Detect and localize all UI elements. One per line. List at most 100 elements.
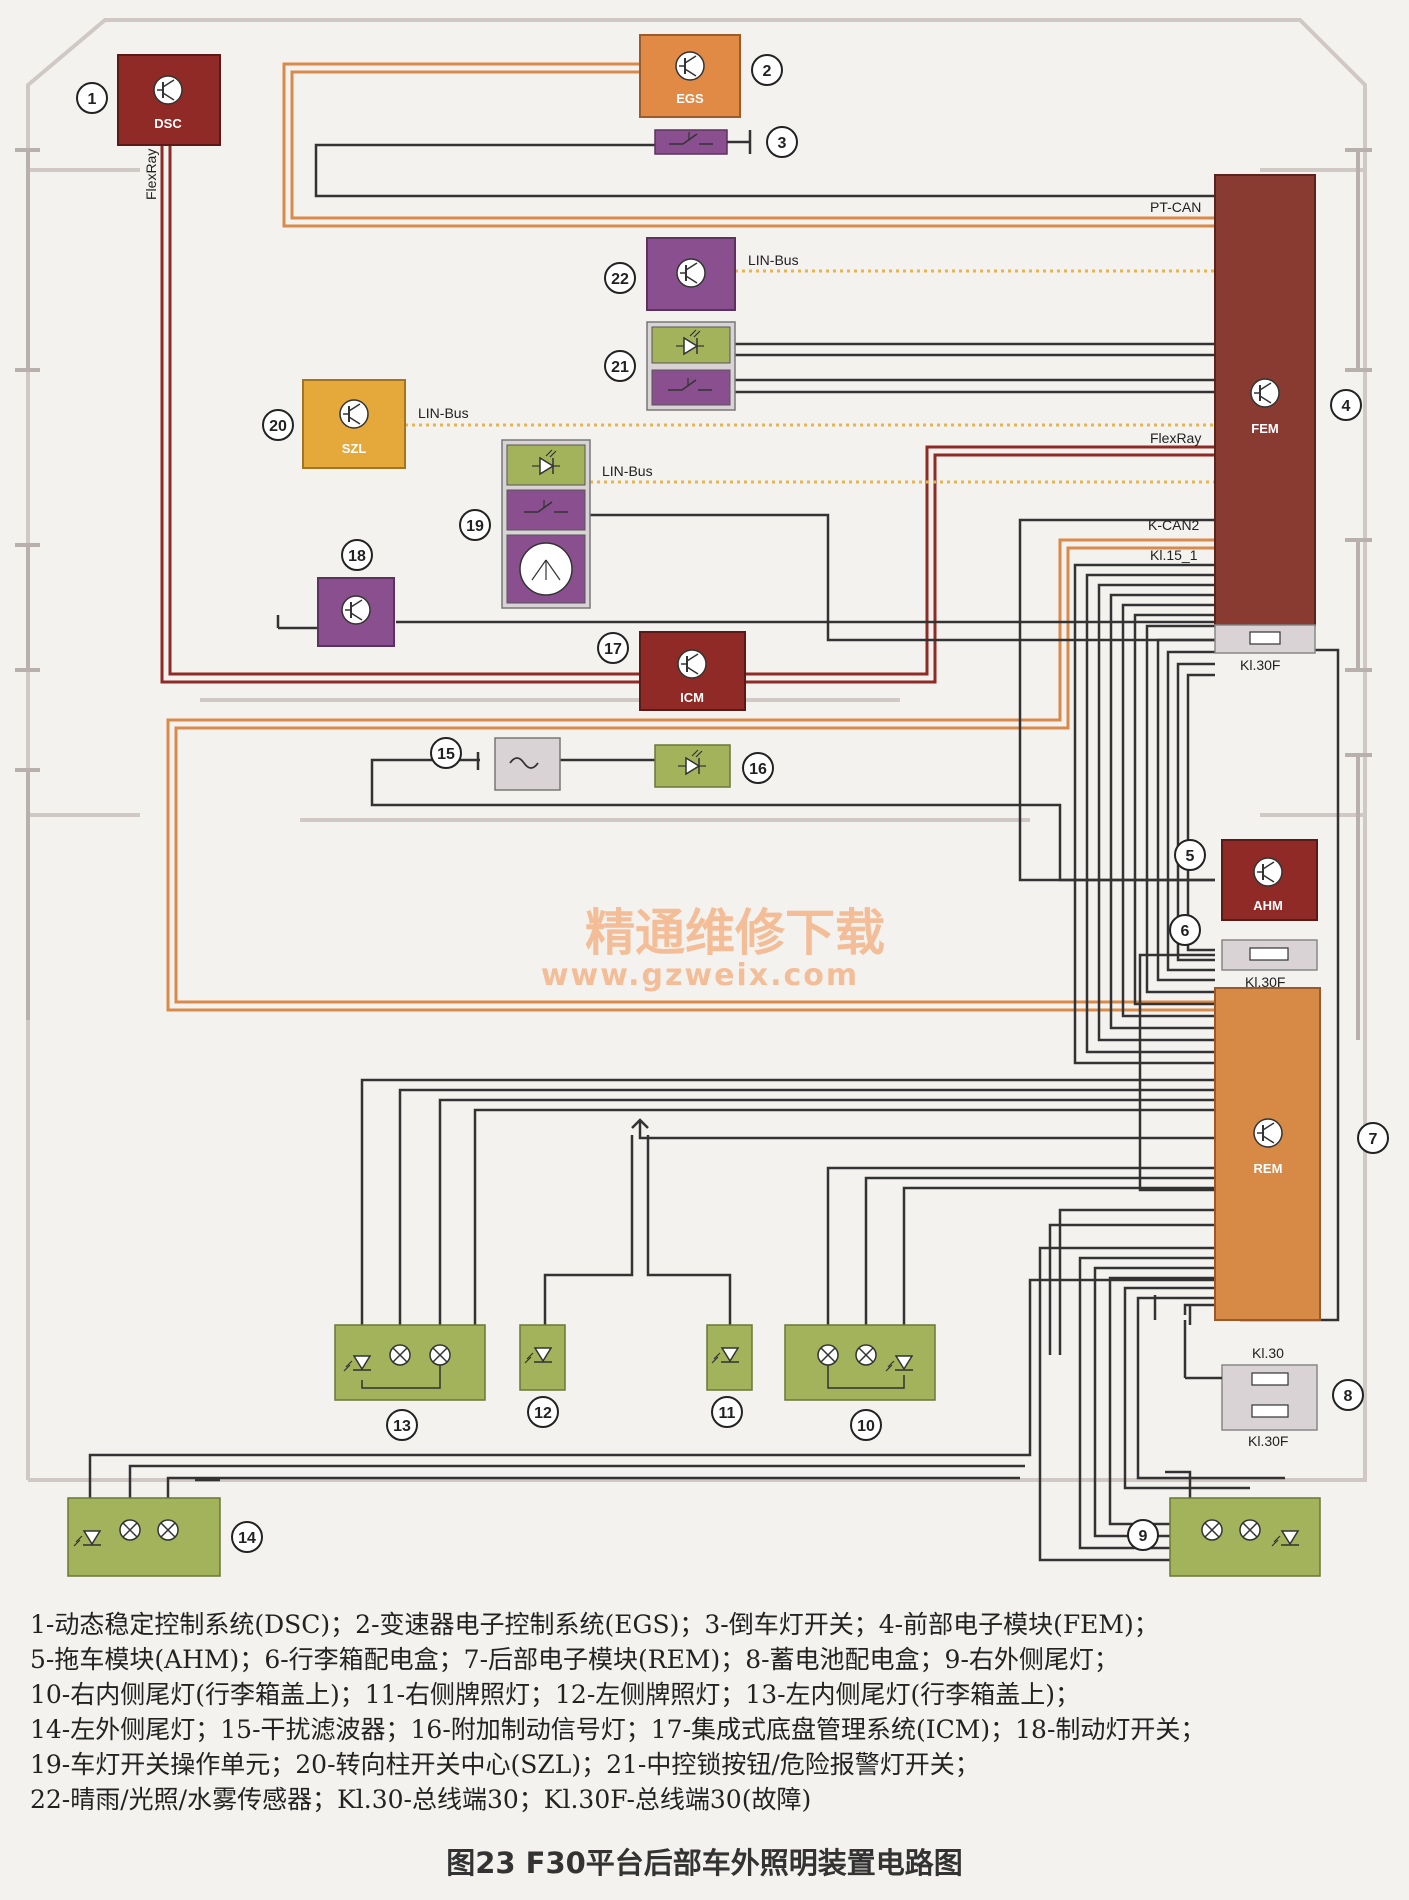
reverse-light-switch	[654, 129, 752, 155]
szl-label: SZL	[342, 441, 367, 456]
right-inner-tail-light	[784, 1324, 936, 1401]
svg-text:2: 2	[763, 63, 772, 80]
ahm-module: AHM	[1221, 839, 1318, 921]
svg-text:4: 4	[1342, 398, 1351, 415]
additional-brake-light	[654, 744, 731, 788]
right-outer-tail-light	[1169, 1497, 1321, 1577]
icm-label: ICM	[680, 690, 704, 705]
legend: 1-动态稳定控制系统(DSC)；2-变速器电子控制系统(EGS)；3-倒车灯开关…	[30, 1607, 1390, 1817]
outer-frame	[26, 18, 1367, 1482]
callout-19: 19	[459, 509, 491, 541]
pt-can-bus-wires	[282, 62, 1215, 228]
kl30-label-8: Kl.30	[1252, 1345, 1284, 1361]
left-outer-tail-light	[67, 1497, 221, 1577]
callout-5: 5	[1174, 839, 1206, 871]
callout-12: 12	[527, 1396, 559, 1428]
svg-text:17: 17	[604, 641, 622, 658]
callout-8: 8	[1332, 1379, 1364, 1411]
callout-10: 10	[850, 1409, 882, 1441]
svg-text:21: 21	[611, 359, 629, 376]
left-inner-tail-light	[334, 1324, 486, 1401]
svg-text:20: 20	[269, 418, 287, 435]
svg-text:3: 3	[778, 135, 787, 152]
callouts: 1 2 3 4 5 6 7 8 9 10 11 12 13 14 15 16 1…	[76, 54, 1389, 1553]
k-can2-wires	[166, 538, 1215, 1012]
figure-caption: 图23 F30平台后部车外照明装置电路图	[446, 1846, 963, 1880]
callout-2: 2	[751, 54, 783, 86]
flexray-label-fem: FlexRay	[1150, 430, 1201, 446]
svg-text:10: 10	[857, 1418, 875, 1435]
callout-17: 17	[597, 632, 629, 664]
rem-label: REM	[1254, 1161, 1283, 1176]
callout-14: 14	[231, 1521, 263, 1553]
callout-3: 3	[766, 126, 798, 158]
svg-text:13: 13	[393, 1418, 411, 1435]
reverse-switch-wire	[314, 143, 1215, 198]
rear-lamp-wires	[88, 1078, 1285, 1562]
battery-fuse-box	[1183, 1320, 1318, 1431]
left-plate-light	[519, 1324, 566, 1391]
callout-18: 18	[341, 539, 373, 571]
callout-16: 16	[742, 752, 774, 784]
szl-module: SZL	[302, 379, 406, 469]
legend-line: 19-车灯开关操作单元；20-转向柱开关中心(SZL)；21-中控锁按钮/危险报…	[30, 1750, 980, 1779]
callout-22: 22	[604, 262, 636, 294]
callout-20: 20	[262, 409, 294, 441]
switch-21-wires	[735, 342, 1215, 394]
dsc-label: DSC	[154, 116, 182, 131]
luggage-fuse-box	[1221, 939, 1318, 971]
interference-filter	[494, 737, 561, 791]
flexray-label-dsc: FlexRay	[143, 149, 159, 200]
legend-line: 10-右内侧尾灯(行李箱盖上)；11-右侧牌照灯；12-左侧牌照灯；13-左内侧…	[30, 1680, 1081, 1709]
egs-module: EGS	[639, 34, 741, 118]
right-plate-light	[706, 1324, 753, 1391]
svg-text:16: 16	[749, 761, 767, 778]
svg-text:5: 5	[1186, 848, 1195, 865]
callout-11: 11	[711, 1396, 743, 1428]
lin-bus-label-19: LIN-Bus	[602, 463, 653, 479]
callout-7: 7	[1357, 1122, 1389, 1154]
callout-21: 21	[604, 350, 636, 382]
watermark-title: 精通维修下载	[585, 903, 885, 962]
egs-label: EGS	[676, 91, 704, 106]
lin-bus-label-22: LIN-Bus	[748, 252, 799, 268]
kl15-1-label: Kl.15_1	[1150, 547, 1198, 563]
ahm-label: AHM	[1253, 898, 1283, 913]
legend-line: 5-拖车模块(AHM)；6-行李箱配电盒；7-后部电子模块(REM)；8-蓄电池…	[30, 1645, 1119, 1674]
svg-text:12: 12	[534, 1405, 552, 1422]
circuit-diagram: DSC EGS FEM SZL	[15, 18, 1389, 1577]
svg-text:8: 8	[1344, 1388, 1353, 1405]
filter-wires	[370, 752, 1215, 882]
lin-bus-wires	[405, 269, 1215, 484]
frame-brackets	[15, 148, 1372, 1040]
svg-text:22: 22	[611, 271, 629, 288]
lin-bus-label-20: LIN-Bus	[418, 405, 469, 421]
k-can2-label: K-CAN2	[1148, 517, 1200, 533]
callout-4: 4	[1330, 389, 1362, 421]
watermark-url: www.gzweix.com	[541, 958, 859, 993]
callout-15: 15	[430, 737, 462, 769]
callout-1: 1	[76, 82, 108, 114]
svg-text:6: 6	[1181, 923, 1190, 940]
central-lock-hazard-switch	[646, 321, 736, 411]
rain-light-sensor	[646, 237, 736, 311]
fem-label: FEM	[1251, 421, 1278, 436]
dsc-module: DSC	[117, 54, 221, 146]
fem-module: FEM	[1214, 174, 1316, 654]
pt-can-label: PT-CAN	[1150, 199, 1201, 215]
svg-text:1: 1	[88, 91, 97, 108]
rem-module: REM	[1214, 987, 1321, 1321]
callout-13: 13	[386, 1409, 418, 1441]
svg-text:11: 11	[719, 1405, 736, 1422]
legend-line: 22-晴雨/光照/水雾传感器；Kl.30-总线端30；Kl.30F-总线端30(…	[30, 1785, 812, 1814]
icm-module: ICM	[639, 631, 746, 711]
svg-text:9: 9	[1139, 1528, 1148, 1545]
flexray-wires	[160, 135, 1215, 684]
callout-9: 9	[1127, 1519, 1159, 1551]
kl30f-label-8: Kl.30F	[1248, 1433, 1288, 1449]
svg-text:19: 19	[466, 518, 484, 535]
legend-line: 14-左外侧尾灯；15-干扰滤波器；16-附加制动信号灯；17-集成式底盘管理系…	[30, 1715, 1206, 1744]
svg-text:15: 15	[437, 746, 455, 763]
brake-light-switch	[317, 577, 395, 647]
legend-line: 1-动态稳定控制系统(DSC)；2-变速器电子控制系统(EGS)；3-倒车灯开关…	[30, 1610, 1159, 1639]
